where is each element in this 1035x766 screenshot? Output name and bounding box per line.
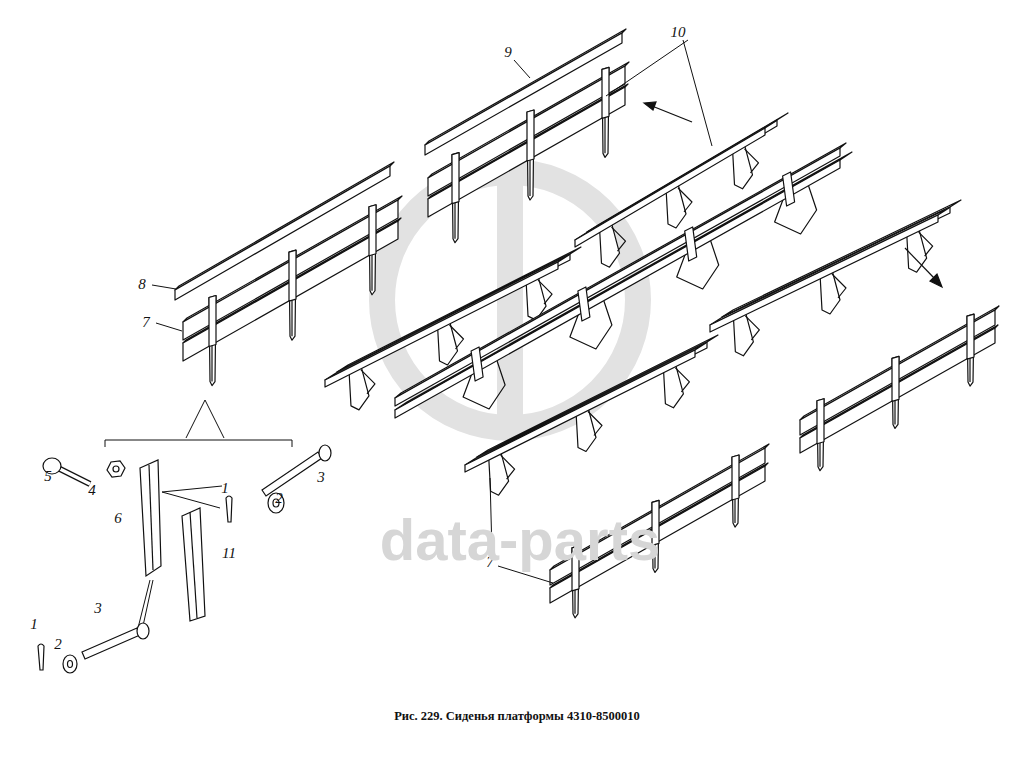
bench-board <box>602 67 609 118</box>
bench-board <box>209 296 216 347</box>
bench-leg <box>745 316 759 340</box>
bench-board <box>732 455 739 527</box>
callout-number: 1 <box>30 617 38 632</box>
bench-board <box>892 356 899 401</box>
arrows <box>644 102 942 287</box>
bench-leg <box>612 227 626 251</box>
bench-board <box>800 328 995 453</box>
bench-board <box>732 455 739 500</box>
callout-number: 6 <box>114 511 122 526</box>
bench-leg <box>501 455 515 479</box>
bench-board <box>892 356 899 428</box>
bench-board <box>369 205 376 256</box>
bench-leg <box>919 232 933 256</box>
bench-board <box>175 166 390 300</box>
bench-board <box>967 314 974 386</box>
callout-number: 4 <box>88 483 96 498</box>
bench-board <box>967 314 974 359</box>
callout-number: 8 <box>138 277 146 292</box>
bench-board <box>527 110 534 161</box>
callout-number: 2 <box>54 637 62 652</box>
bench-assemblies <box>175 29 999 618</box>
bench-leg <box>745 149 759 173</box>
bench-board <box>800 310 995 435</box>
leader-lines <box>105 40 712 636</box>
bench-leg <box>678 188 692 212</box>
bench-board <box>471 347 483 381</box>
callout-number: 5 <box>44 469 52 484</box>
bench-board <box>452 153 459 204</box>
bench-board <box>685 227 697 261</box>
figure-caption: Рис. 229. Сиденья платформы 4310-8500010 <box>394 709 640 724</box>
bench-board <box>710 215 938 332</box>
bench-board <box>527 110 534 200</box>
bench-leg <box>588 412 602 436</box>
bench-board <box>452 153 459 243</box>
bench-board <box>289 250 296 340</box>
bench-board <box>289 250 296 301</box>
small-parts <box>38 445 331 673</box>
callout-number: 9 <box>504 45 512 60</box>
callout-number: 7 <box>142 315 150 330</box>
bench-board <box>395 160 840 418</box>
bench-board <box>783 172 795 206</box>
bench-board <box>578 287 590 321</box>
bench-leg <box>361 370 375 394</box>
callout-number: 3 <box>317 470 325 485</box>
bench-board <box>817 399 824 444</box>
callout-number: 1 <box>221 481 229 496</box>
callout-number: 10 <box>671 25 686 40</box>
bench-leg <box>538 280 552 304</box>
bench-board <box>817 399 824 471</box>
bench-board <box>465 350 695 472</box>
bench-board <box>602 67 609 157</box>
watermark: data-parts <box>380 511 660 569</box>
callout-number: 2 <box>275 491 283 506</box>
bench-leg <box>832 274 846 298</box>
bench-board <box>183 221 398 361</box>
bench-leg <box>675 368 689 392</box>
callout-number: 3 <box>94 601 102 616</box>
callout-number: 11 <box>222 546 236 561</box>
bench-board <box>369 205 376 295</box>
bench-board <box>425 33 622 155</box>
bench-board <box>428 87 625 217</box>
bench-board <box>575 128 765 247</box>
bench-board <box>209 296 216 386</box>
bench-board <box>395 148 840 406</box>
bench-leg <box>450 325 464 349</box>
